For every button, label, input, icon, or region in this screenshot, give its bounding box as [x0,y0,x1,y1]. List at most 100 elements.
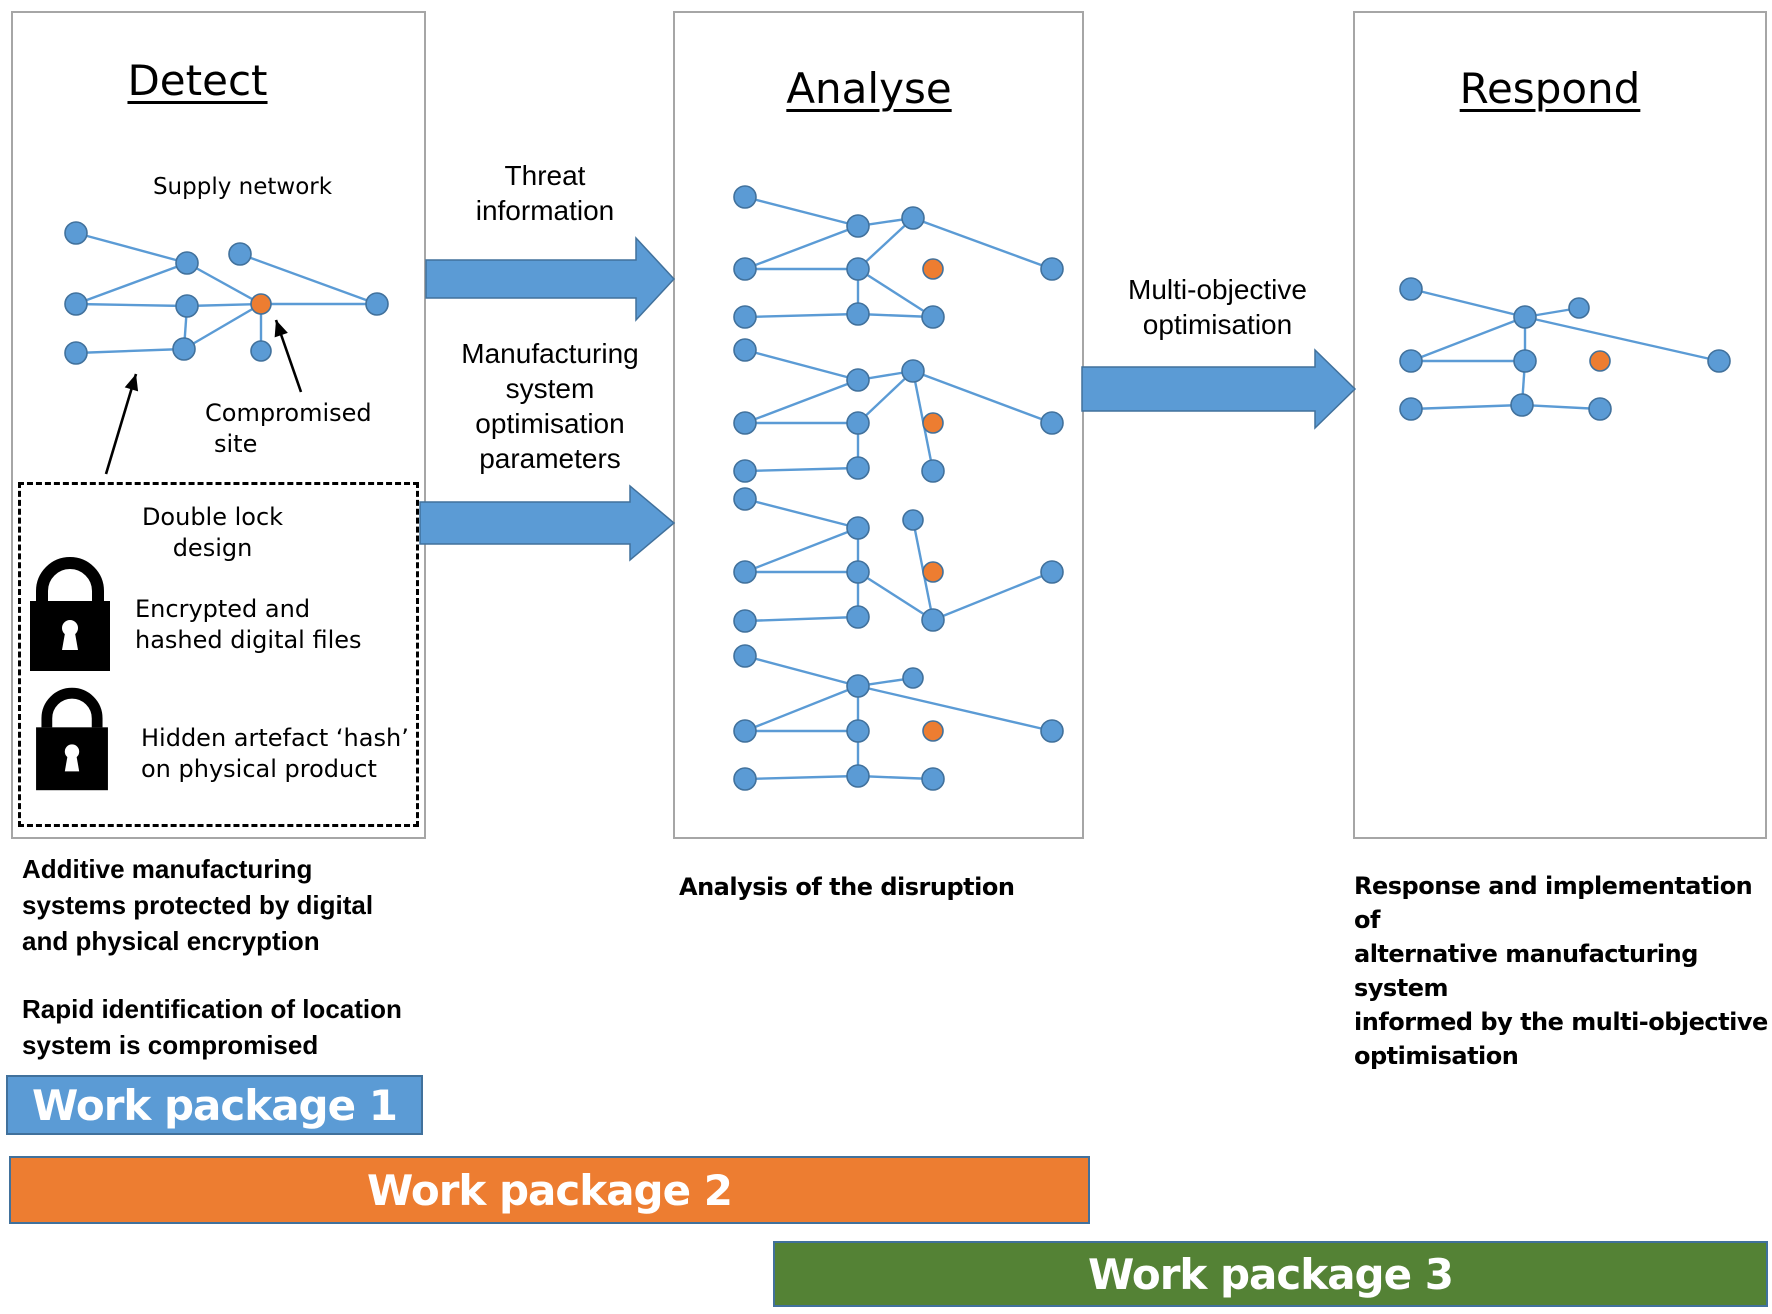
analyse-s2-node [733,411,757,435]
detect-edge [75,302,188,308]
respond-edge [1524,315,1720,363]
detect-node [64,341,88,365]
detect-edge [75,261,188,306]
analyse-title: Analyse [786,64,952,113]
analyse-s2-node [733,459,757,483]
respond-node [1399,349,1423,373]
mfg-line3: optimisation [475,408,625,439]
analyse-s2-node [846,411,870,435]
analyse-s2-node [1040,411,1064,435]
mfg-line1: Manufacturing [461,338,639,369]
analyse-s2-edge [744,378,859,425]
detect-node [175,294,199,318]
double-lock-line1: Double lock [141,503,284,531]
work-package-3: Work package 3 [773,1241,1768,1307]
detect-node [64,292,88,316]
detect-compromised-node [250,293,272,315]
threat-arrow [425,236,676,322]
analyse-s4-edge [857,684,1053,733]
padlock-icon [36,687,108,791]
threat-information-label: Threat information [450,158,640,228]
analyse-s2-edge [857,370,914,424]
respond-edge [1410,403,1523,411]
analyse-s2-edge [912,369,1053,425]
compromised-pointer-arrow-head [274,320,288,338]
analyse-s1-node [1040,257,1064,281]
detect-edge [183,302,262,351]
compromised-site-label: Compromised site [205,398,385,460]
analyse-s1-node [846,302,870,326]
detect-node [175,251,199,275]
detect-node [365,292,389,316]
respond-node [1510,393,1534,417]
analyse-s4-compromised-node [922,720,944,742]
multi-objective-label: Multi-objective optimisation [1110,272,1325,342]
analyse-s2-edge [744,466,859,473]
analyse-s4-node [921,767,945,791]
analyse-s4-edge [857,774,934,781]
respond-node [1399,397,1423,421]
analyse-s3-compromised-node [922,561,944,583]
analyse-s2-node [901,359,925,383]
respond-title: Respond [1459,64,1641,113]
respond-node [1513,305,1537,329]
analyse-s4-node [733,644,757,668]
mfg-line4: parameters [479,443,621,474]
analyse-s4-node [733,767,757,791]
analyse-s3-edge [857,570,934,622]
respond-node [1588,397,1612,421]
analyse-s1-edge [744,195,859,228]
detect-desc1-line1: Additive manufacturing [22,854,313,884]
analyse-s1-node [733,185,757,209]
double-lock-line2: design [172,534,253,563]
detect-edge [186,302,262,308]
analyse-s1-edge [857,312,934,319]
detect-node [64,221,88,245]
analyse-s1-edge [857,267,934,319]
respond-description: Response and implementation of alternati… [1354,869,1772,1073]
analyse-s2-compromised-node [922,412,944,434]
analyse-s4-node [846,674,870,698]
double-lock-label: Double lock design [130,502,295,564]
analyse-s3-node [1040,560,1064,584]
analyse-s3-node [733,487,757,511]
analyse-s1-compromised-node [922,258,944,280]
analyse-s1-edge [857,217,914,270]
analyse-s3-node [733,609,757,633]
analyse-s2-node [733,338,757,362]
analyse-s4-node [846,764,870,788]
analyse-s4-node [846,719,870,743]
analyse-s1-node [846,257,870,281]
analyse-s3-node [921,608,945,632]
analyse-s1-node [921,305,945,329]
detect-panel [11,11,426,839]
lock2-line2: on physical product [141,755,377,784]
lock1-line2: hashed digital files [135,626,362,655]
analyse-s3-node [733,560,757,584]
detect-edge [75,347,185,355]
analyse-s3-edge [744,615,859,623]
respond-node [1399,277,1423,301]
detect-title: Detect [127,56,268,105]
analyse-s3-node [902,509,924,531]
detect-description-1: Additive manufacturing systems protected… [22,852,373,960]
detect-description-2: Rapid identification of location system … [22,992,402,1064]
compromised-label-line2: site [214,430,258,459]
supply-network-label: Supply network [152,174,333,200]
work-package-2: Work package 2 [9,1156,1090,1224]
analyse-s2-edge [744,348,859,382]
respond-edge [1410,287,1526,319]
analyse-s4-edge [744,654,859,688]
detect-node [228,242,252,266]
manufacturing-params-label: Manufacturing system optimisation parame… [445,336,655,476]
detect-edge [186,261,262,306]
lock1-text: Encrypted and hashed digital files [135,594,362,656]
respond-desc-line3: informed by the multi-objective [1354,1008,1768,1037]
analyse-s3-node [846,516,870,540]
respond-compromised-node [1589,350,1611,372]
analyse-s1-edge [744,312,859,319]
respond-desc-line1: Response and implementation of [1354,872,1753,935]
